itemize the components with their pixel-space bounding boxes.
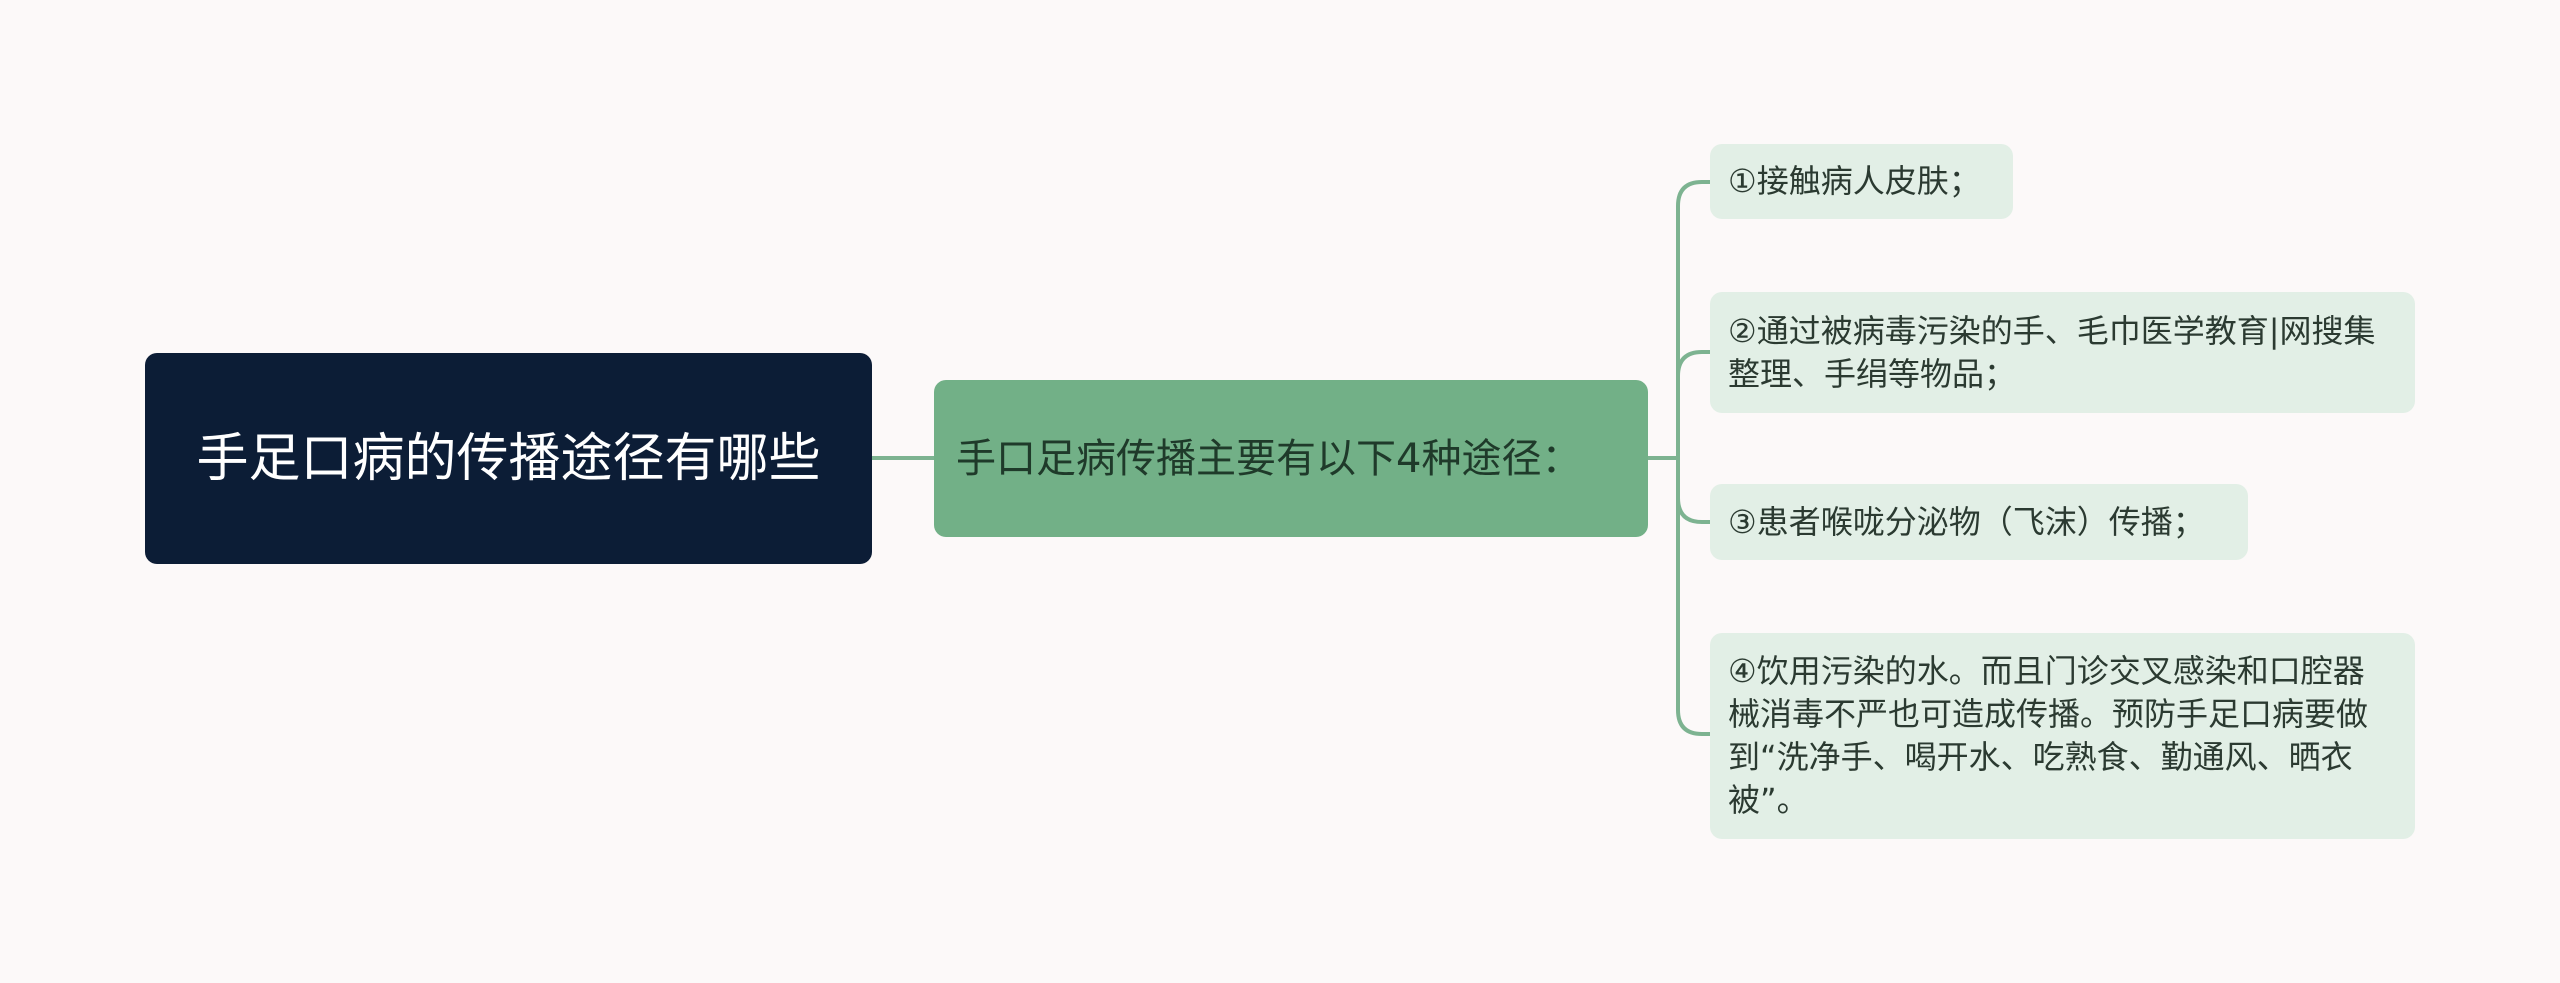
leaf-node-label: ②通过被病毒污染的手、毛巾医学教育|网搜集整理、手绢等物品； [1728,311,2376,393]
leaf-node-label: ①接触病人皮肤； [1728,162,1981,200]
root-node[interactable]: 手足口病的传播途径有哪些 [145,353,872,564]
leaf-node-label: ③患者喉咙分泌物（飞沫）传播； [1728,502,2205,541]
connector-leaf-3 [1676,458,1710,524]
root-node-label: 手足口病的传播途径有哪些 [196,428,821,489]
leaf-node-2[interactable]: ②通过被病毒污染的手、毛巾医学教育|网搜集整理、手绢等物品； [1710,292,2415,413]
leaf-node-3[interactable]: ③患者喉咙分泌物（飞沫）传播； [1710,484,2248,560]
leaf-node-1[interactable]: ①接触病人皮肤； [1710,144,2013,219]
connector-leaf-2 [1676,350,1710,458]
connector-leaf-4 [1676,458,1710,736]
main-topic-node[interactable]: 手口足病传播主要有以下4种途径： [934,380,1648,537]
connector-leaf-1 [1676,180,1710,458]
leaf-node-label: ④饮用污染的水。而且门诊交叉感染和口腔器械消毒不严也可造成传播。预防手足口病要做… [1728,652,2369,819]
leaf-node-4[interactable]: ④饮用污染的水。而且门诊交叉感染和口腔器械消毒不严也可造成传播。预防手足口病要做… [1710,633,2415,839]
main-topic-label: 手口足病传播主要有以下4种途径： [956,435,1582,482]
